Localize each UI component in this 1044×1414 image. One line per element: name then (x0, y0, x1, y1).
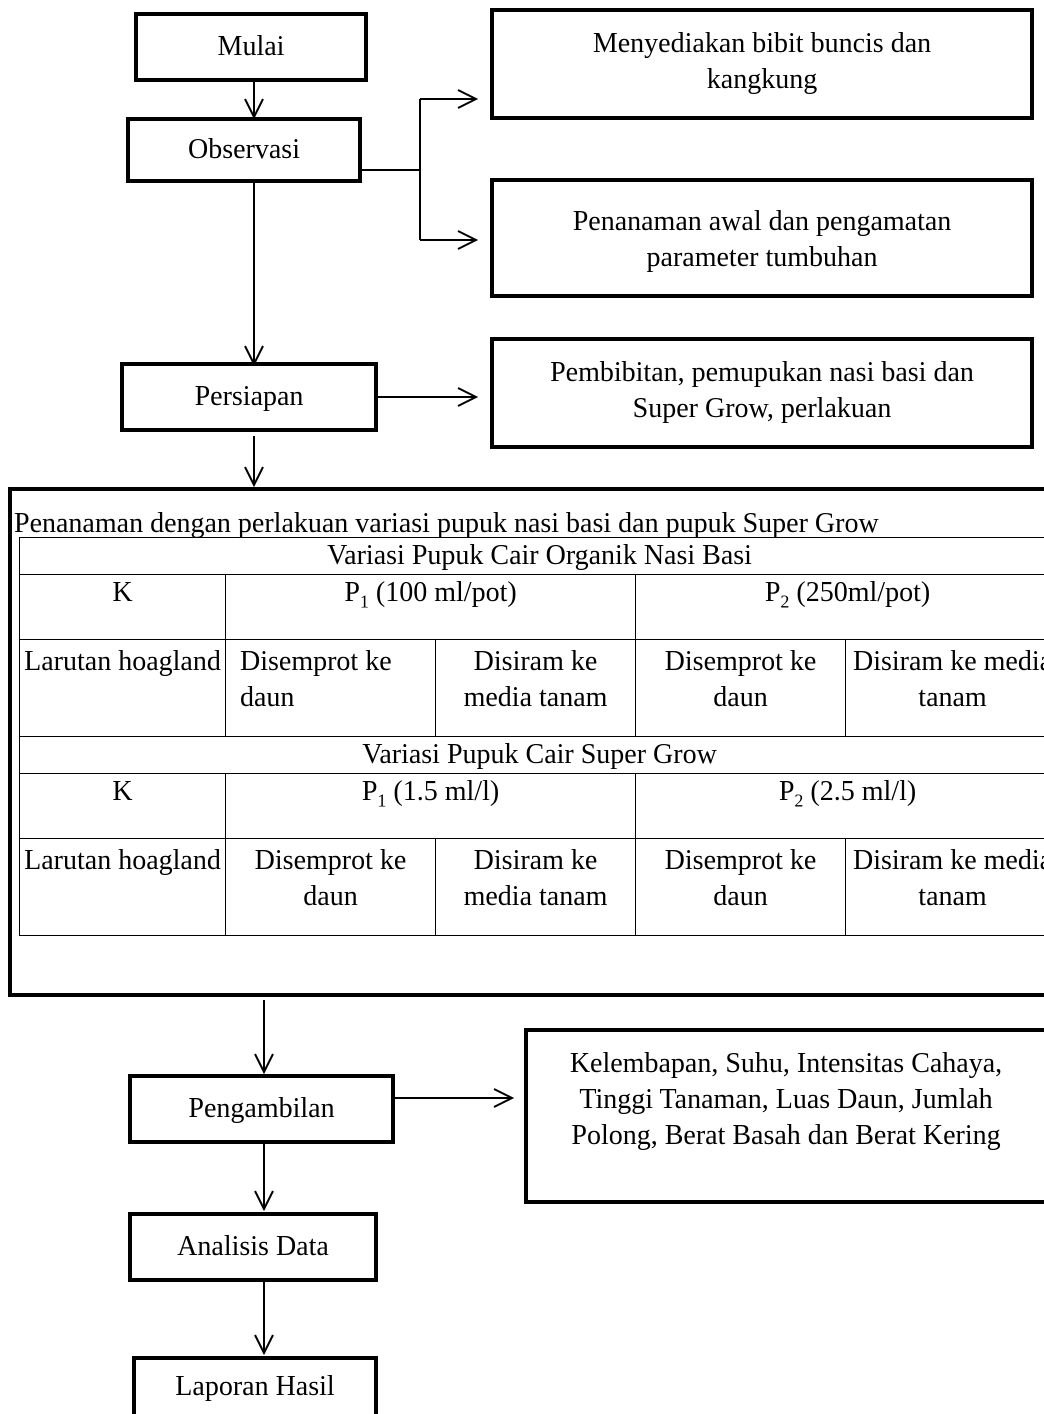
p1-cell: P1 (1.5 ml/l) (225, 773, 636, 839)
mulai-label: Mulai (217, 31, 285, 62)
laporan-box: Laporan Hasil (132, 1356, 378, 1414)
p1-method-2-cell: Disiram ke media tanam (435, 838, 636, 936)
observasi-box: Observasi (126, 117, 362, 183)
pengambilan-box: Pengambilan (128, 1074, 395, 1144)
p2-method-2-cell: Disiram ke media tanam (844, 838, 1044, 936)
bibit-box: Menyediakan bibit buncis dan kangkung (490, 8, 1034, 120)
bibit-label: Menyediakan bibit buncis dan kangkung (592, 28, 932, 95)
analisis-label: Analisis Data (177, 1231, 329, 1262)
p2-cell: P2 (2.5 ml/l) (634, 773, 1044, 839)
analisis-box: Analisis Data (128, 1212, 378, 1282)
control-cell: K (19, 574, 226, 640)
table-row: Variasi Pupuk Cair Organik Nasi Basi (18, 537, 1044, 575)
pembibitan-box: Pembibitan, pemupukan nasi basi dan Supe… (490, 337, 1034, 449)
section-title: Variasi Pupuk Cair Super Grow (18, 736, 1044, 774)
control-cell: K (19, 773, 226, 839)
pembibitan-label: Pembibitan, pemupukan nasi basi dan Supe… (550, 357, 974, 424)
p1-method-1-cell: Disemprot ke daun (225, 639, 436, 737)
p1-cell: P1 (100 ml/pot) (225, 574, 636, 640)
pengambilan-label: Pengambilan (188, 1093, 335, 1124)
parameter-label: Kelembapan, Suhu, Intensitas Cahaya, Tin… (569, 1048, 1003, 1151)
table-row: K P1 (1.5 ml/l) P2 (2.5 ml/l) (19, 773, 1044, 839)
p2-cell: P2 (250ml/pot) (634, 574, 1044, 640)
table-row: Variasi Pupuk Cair Super Grow (18, 736, 1044, 774)
p2-method-1-cell: Disemprot ke daun (635, 639, 846, 737)
section-title: Variasi Pupuk Cair Organik Nasi Basi (18, 537, 1044, 575)
p1-method-1-cell: Disemprot ke daun (225, 838, 436, 936)
persiapan-box: Persiapan (120, 362, 378, 432)
table-row: Larutan hoagland Disemprot ke daun Disir… (19, 639, 1044, 737)
table-row: Larutan hoagland Disemprot ke daun Disir… (19, 838, 1044, 936)
p2-method-2-cell: Disiram ke media tanam (844, 639, 1044, 737)
mulai-box: Mulai (134, 12, 368, 82)
table-row: K P1 (100 ml/pot) P2 (250ml/pot) (19, 574, 1044, 640)
treatment-table: Variasi Pupuk Cair Organik Nasi Basi K P… (18, 537, 1044, 936)
penanaman-frame (8, 487, 1044, 997)
p1-method-2-cell: Disiram ke media tanam (435, 639, 636, 737)
laporan-label: Laporan Hasil (175, 1371, 335, 1402)
penanaman-title: Penanaman dengan perlakuan variasi pupuk… (14, 508, 879, 539)
observasi-label: Observasi (188, 134, 300, 165)
control-method-cell: Larutan hoagland (19, 639, 226, 737)
penanaman-awal-box: Penanaman awal dan pengamatan parameter … (490, 178, 1034, 298)
parameter-box: Kelembapan, Suhu, Intensitas Cahaya, Tin… (524, 1028, 1044, 1204)
persiapan-label: Persiapan (194, 381, 304, 412)
penanaman-awal-label: Penanaman awal dan pengamatan parameter … (572, 206, 952, 273)
p2-method-1-cell: Disemprot ke daun (635, 838, 846, 936)
control-method-cell: Larutan hoagland (19, 838, 226, 936)
